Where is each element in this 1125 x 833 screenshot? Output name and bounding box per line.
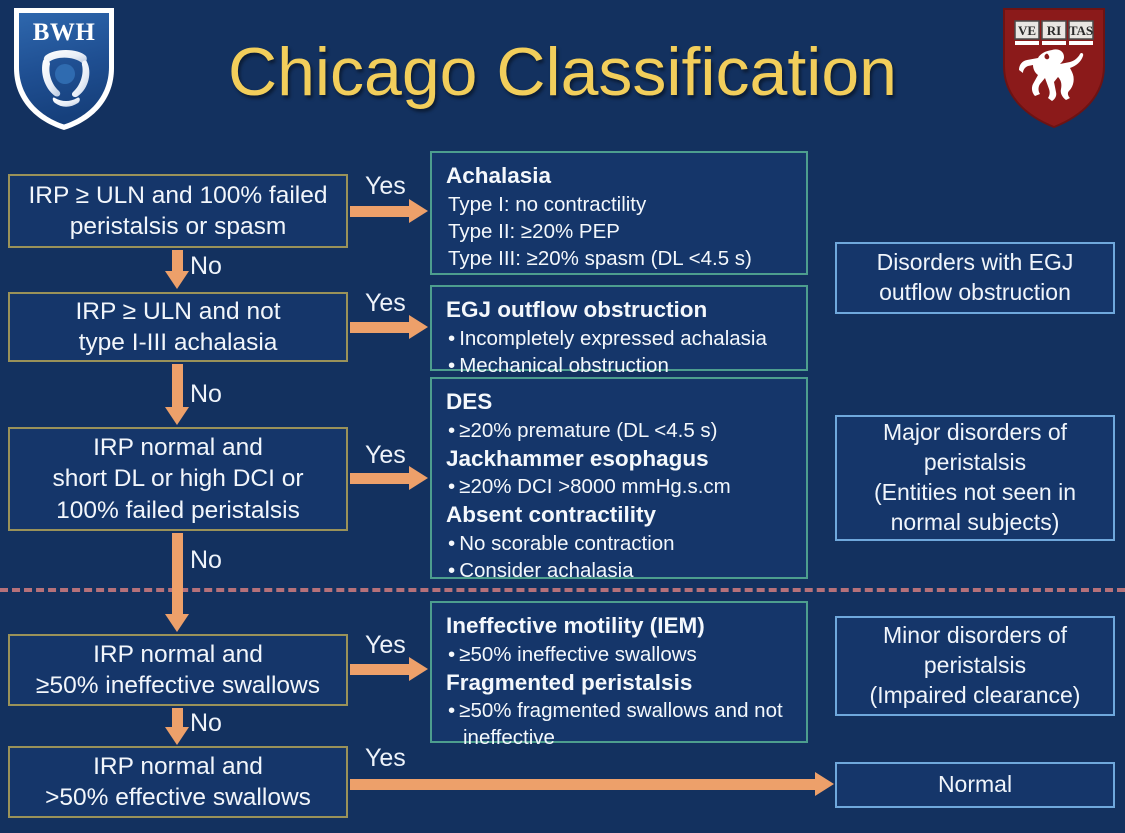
decision-box-5-text: IRP normal and >50% effective swallows [45,752,311,811]
svg-text:BWH: BWH [33,19,96,46]
decision-box-1-text: IRP ≥ ULN and 100% failed peristalsis or… [28,181,328,240]
category-box-egj-obstruction[interactable]: Disorders with EGJ outflow obstruction [835,242,1115,314]
category-text: Normal [937,771,1013,798]
no-label-3: No [190,546,222,574]
decision-box-4[interactable]: IRP normal and ≥50% ineffective swallows [8,634,348,706]
no-arrow-3 [165,533,189,632]
detail-box-major-disorders[interactable]: DES •≥20% premature (DL <4.5 s) Jackhamm… [430,377,808,582]
yes-label-2: Yes [365,289,406,317]
decision-box-1[interactable]: IRP ≥ ULN and 100% failed peristalsis or… [8,174,348,248]
detail-line: Type I: no contractility [448,192,647,216]
detail-box-minor-disorders[interactable]: Ineffective motility (IEM) •≥50% ineffec… [430,601,808,749]
no-label-2: No [190,380,222,408]
decision-box-5[interactable]: IRP normal and >50% effective swallows [8,746,348,818]
decision-box-2-text: IRP ≥ ULN and not type I-III achalasia [75,297,281,356]
detail-bullet: •Incompletely expressed achalasia [448,326,767,350]
detail-line: Type II: ≥20% PEP [448,219,620,243]
yes-arrow-4 [350,657,428,681]
detail-box-achalasia[interactable]: Achalasia Type I: no contractility Type … [430,151,808,275]
detail-bullet: •Consider achalasia [448,559,634,583]
yes-arrow-2 [350,315,428,339]
no-arrow-4 [165,708,189,745]
decision-box-4-text: IRP normal and ≥50% ineffective swallows [36,640,320,699]
svg-text:TAS: TAS [1069,23,1093,38]
section-divider [0,588,1125,592]
detail-bullet: •Mechanical obstruction [448,353,669,377]
detail-continuation: ineffective [463,726,555,750]
category-text: Disorders with EGJ outflow obstruction [876,249,1074,305]
detail-heading: Ineffective motility (IEM) [446,613,705,638]
bwh-logo: BWH [10,4,118,132]
detail-heading: Fragmented peristalsis [446,669,693,695]
yes-arrow-3 [350,466,428,490]
no-label-4: No [190,709,222,737]
detail-heading: DES [446,389,493,414]
yes-label-1: Yes [365,172,406,200]
category-box-normal[interactable]: Normal [835,762,1115,808]
category-text: Minor disorders of peristalsis (Impaired… [869,622,1081,708]
no-label-1: No [190,252,222,280]
svg-text:RI: RI [1047,23,1061,38]
yes-label-4: Yes [365,631,406,659]
harvard-medical-school-shield-icon: VE RI TAS [1000,6,1108,130]
yes-arrow-1 [350,199,428,223]
detail-bullet: •≥20% premature (DL <4.5 s) [448,418,718,442]
detail-heading: Jackhammer esophagus [446,445,709,471]
detail-bullet: •No scorable contraction [448,532,675,556]
category-text: Major disorders of peristalsis (Entities… [873,419,1076,535]
detail-heading: EGJ outflow obstruction [446,297,708,322]
no-arrow-2 [165,364,189,425]
detail-bullet: •≥50% fragmented swallows and not [448,699,783,723]
category-box-minor-disorders[interactable]: Minor disorders of peristalsis (Impaired… [835,616,1115,716]
svg-text:VE: VE [1018,23,1036,38]
category-box-major-disorders[interactable]: Major disorders of peristalsis (Entities… [835,415,1115,541]
detail-bullet: •≥50% ineffective swallows [448,642,697,666]
decision-box-3[interactable]: IRP normal and short DL or high DCI or 1… [8,427,348,531]
yes-arrow-5-to-normal [350,772,834,796]
page-title: Chicago Classification [228,34,897,110]
detail-box-egj-outflow-obstruction[interactable]: EGJ outflow obstruction •Incompletely ex… [430,285,808,377]
decision-box-3-text: IRP normal and short DL or high DCI or 1… [52,433,304,524]
detail-bullet: •≥20% DCI >8000 mmHg.s.cm [448,475,731,499]
decision-box-2[interactable]: IRP ≥ ULN and not type I-III achalasia [8,292,348,362]
yes-label-3: Yes [365,441,406,469]
detail-heading: Achalasia [446,163,552,188]
yes-label-5: Yes [365,744,406,772]
no-arrow-1 [165,250,189,289]
detail-heading: Absent contractility [446,502,657,528]
detail-line: Type III: ≥20% spasm (DL <4.5 s) [448,246,752,270]
